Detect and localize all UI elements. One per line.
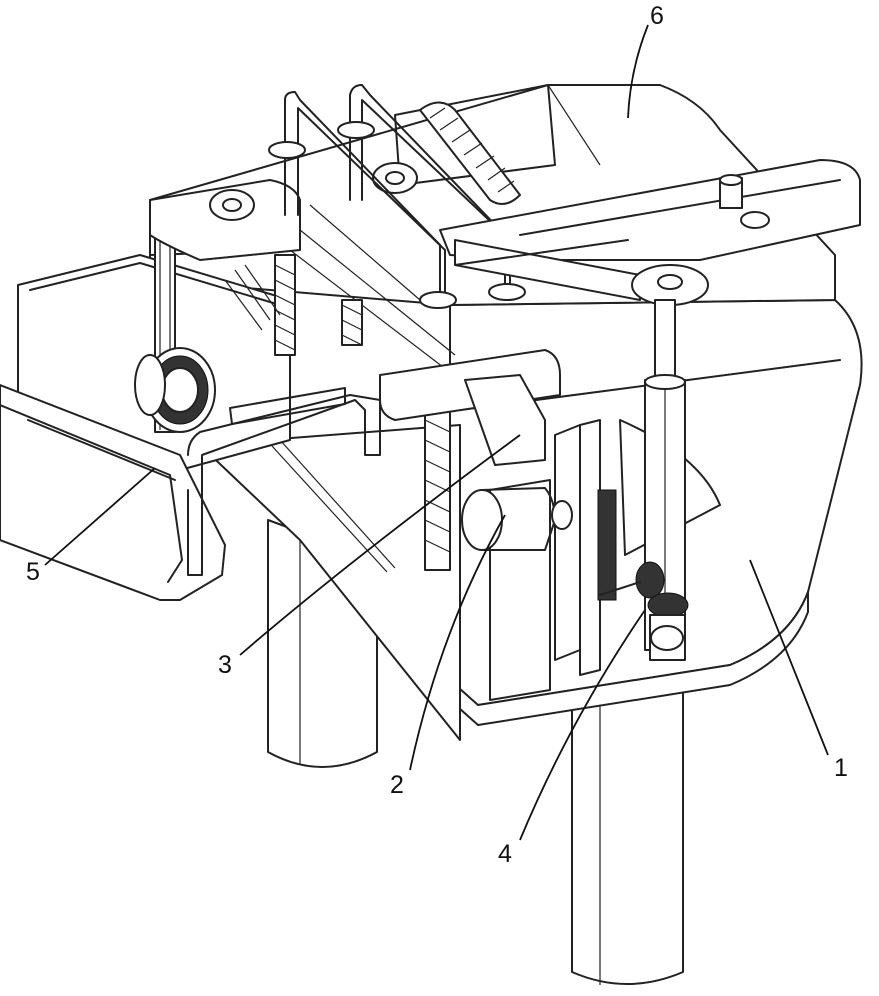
label-3: 3: [218, 651, 232, 679]
label-4: 4: [498, 840, 512, 868]
label-1: 1: [834, 754, 848, 782]
label-2: 2: [390, 771, 404, 799]
label-6: 6: [650, 2, 664, 30]
label-5: 5: [26, 558, 40, 586]
